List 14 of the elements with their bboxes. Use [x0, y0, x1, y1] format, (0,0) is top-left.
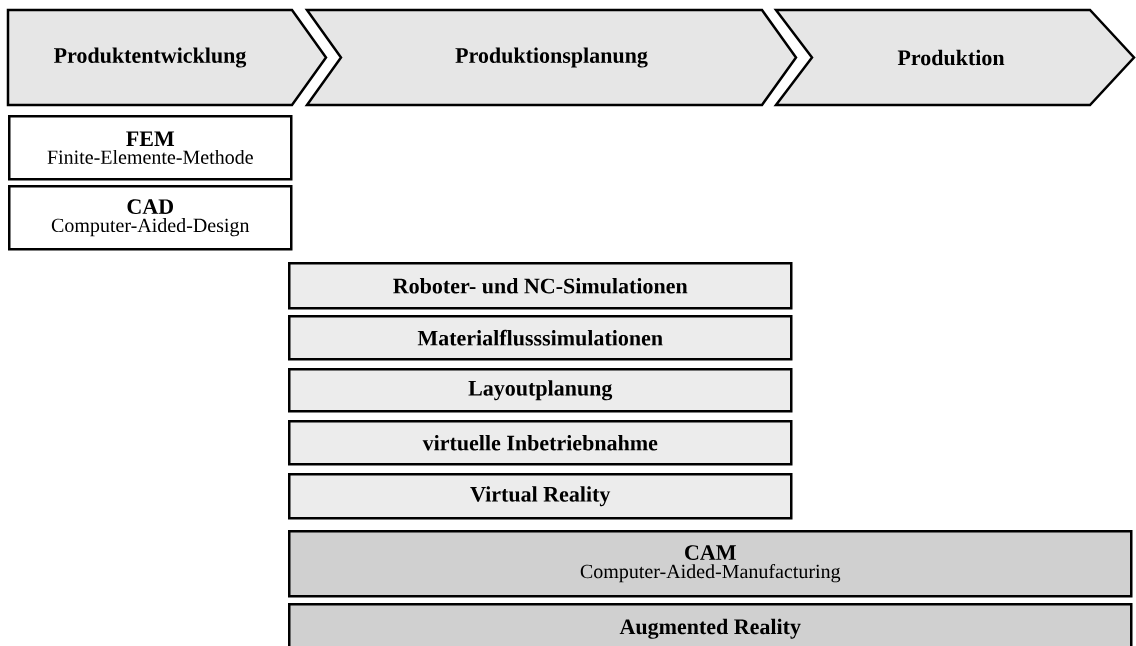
- process-box: FEM Finite-Elemente-Methode: [8, 115, 293, 181]
- process-box: CAD Computer-Aided-Design: [8, 185, 293, 251]
- process-box: virtuelle Inbetriebnahme: [288, 420, 793, 466]
- process-box: Virtual Reality: [288, 473, 793, 520]
- node-label: Produktion: [897, 49, 1005, 66]
- process-box: Augmented Reality: [288, 603, 1133, 646]
- phase-band: Produktionsplanung: [304, 8, 798, 107]
- process-box: Roboter- und NC-Simulationen: [288, 262, 793, 310]
- phase-band: Produktion: [773, 8, 1136, 107]
- node-label: Produktionsplanung: [455, 47, 648, 68]
- phase-band: Produktentwicklung: [6, 8, 328, 107]
- process-box: CAM Computer-Aided-Manufacturing: [288, 530, 1133, 598]
- process-box: Layoutplanung: [288, 368, 793, 413]
- process-box: Materialflusssimulationen: [288, 315, 793, 361]
